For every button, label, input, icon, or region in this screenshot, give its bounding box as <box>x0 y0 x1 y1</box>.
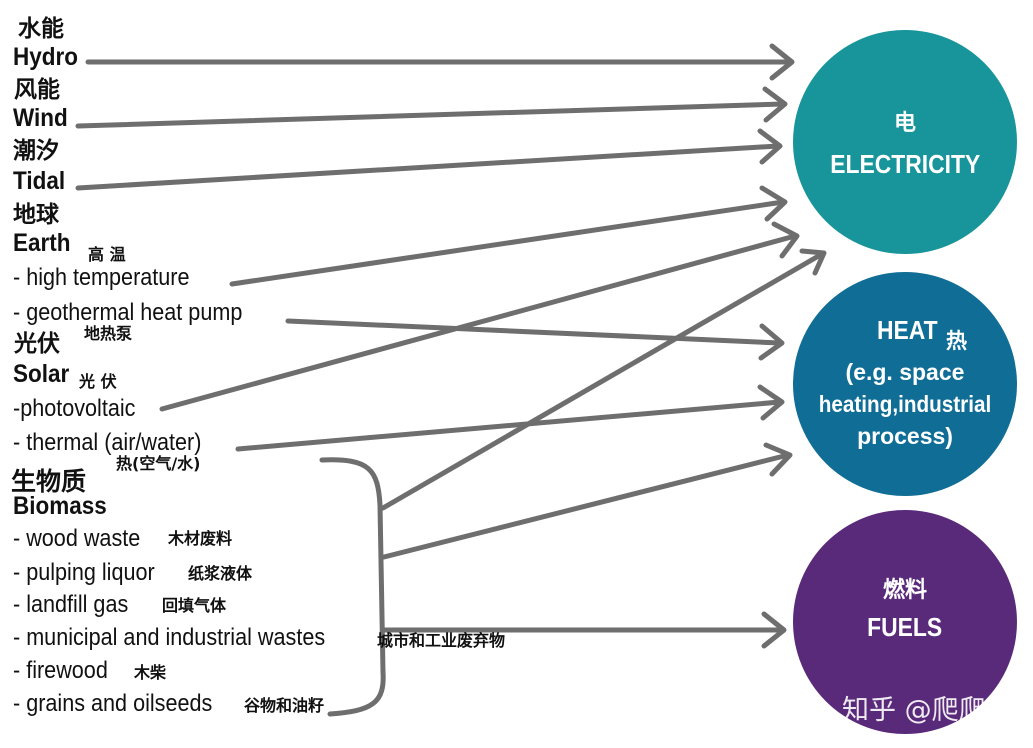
grains-oilseeds-zh-label: 谷物和油籽 <box>244 696 325 715</box>
electricity-circle: 电 ELECTRICITY <box>793 30 1017 254</box>
heat-zh-label: 热 <box>946 329 967 353</box>
arrowhead-wind <box>762 86 788 123</box>
arrowhead-hydro <box>769 43 795 81</box>
tidal-label: Tidal <box>13 167 66 195</box>
solar-label: Solar <box>13 360 70 388</box>
municipal-wastes-label: - municipal and industrial wastes <box>13 624 326 651</box>
arrowhead-photovoltaic <box>771 221 800 259</box>
thermal-zh-label: 热(空气/水) <box>116 454 201 473</box>
biomass-label: Biomass <box>13 492 107 520</box>
heat-circle-text: HEAT 热 (e.g. space heating,industrial pr… <box>793 272 1017 496</box>
arrow-thermal-heat <box>235 399 783 452</box>
arrowhead-thermal <box>757 384 785 421</box>
grains-oilseeds-label: - grains and oilseeds <box>13 690 213 717</box>
municipal-wastes-zh-label: 城市和工业废弃物 <box>377 631 506 650</box>
photovoltaic-label: -photovoltaic <box>13 395 136 422</box>
photovoltaic-zh-label: 光 伏 <box>79 372 117 391</box>
hydro-label: Hydro <box>13 43 79 71</box>
firewood-label: - firewood <box>13 657 108 684</box>
biomass-brace <box>319 457 386 717</box>
tidal-zh-label: 潮汐 <box>13 138 59 164</box>
fuels-circle: 燃料 FUELS <box>793 510 1017 734</box>
heat-pump-label: - geothermal heat pump <box>13 299 243 326</box>
arrow-biomass-heat <box>381 452 791 560</box>
arrow-tidal-electricity <box>75 143 781 191</box>
heat-desc-line-3: process) <box>857 423 953 449</box>
electricity-label: ELECTRICITY <box>829 148 980 179</box>
arrowhead-biomass-fuels <box>761 611 787 649</box>
wind-label: Wind <box>13 104 68 132</box>
arrow-wind-electricity <box>75 101 786 129</box>
wood-waste-zh-label: 木材废料 <box>168 529 233 548</box>
hydro-zh-label: 水能 <box>18 16 64 42</box>
arrowhead-heatpump <box>758 323 785 361</box>
solar-zh-label: 光伏 <box>14 331 60 357</box>
high-temp-label: - high temperature <box>13 264 190 291</box>
fuels-zh-label: 燃料 <box>882 577 927 603</box>
electricity-zh-label: 电 <box>893 110 916 136</box>
arrowhead-tidal <box>757 128 783 165</box>
earth-label: Earth <box>13 229 71 257</box>
arrow-photovoltaic-electricity <box>159 233 798 412</box>
arrow-hightemp-electricity <box>229 199 786 287</box>
arrowhead-biomass-heat <box>763 442 793 477</box>
biomass-zh-label: 生物质 <box>11 467 87 496</box>
arrowhead-biomass-elec <box>799 248 827 276</box>
thermal-label: - thermal (air/water) <box>13 429 202 456</box>
heat-pump-zh-label: 地热泵 <box>84 324 133 343</box>
heat-label: HEAT <box>877 315 938 345</box>
heat-circle <box>793 272 1017 496</box>
heat-desc-line-2: heating,industrial <box>818 391 992 417</box>
high-temp-zh-label: 高 温 <box>88 245 126 264</box>
landfill-gas-zh-label: 回填气体 <box>162 596 227 615</box>
fuels-label: FUELS <box>867 611 943 642</box>
watermark: 知乎 @爬爬 <box>842 695 986 726</box>
pulping-liquor-label: - pulping liquor <box>13 559 155 586</box>
arrow-heatpump-heat <box>285 318 783 346</box>
arrowhead-hightemp <box>759 185 788 222</box>
arrow-biomass-electricity <box>380 251 825 511</box>
firewood-zh-label: 木柴 <box>134 663 167 682</box>
earth-zh-label: 地球 <box>13 202 59 228</box>
pulping-liquor-zh-label: 纸浆液体 <box>188 564 253 583</box>
heat-desc-line-1: (e.g. space <box>845 359 965 385</box>
landfill-gas-label: - landfill gas <box>13 591 129 618</box>
wood-waste-label: - wood waste <box>13 525 141 552</box>
wind-zh-label: 风能 <box>14 77 60 103</box>
